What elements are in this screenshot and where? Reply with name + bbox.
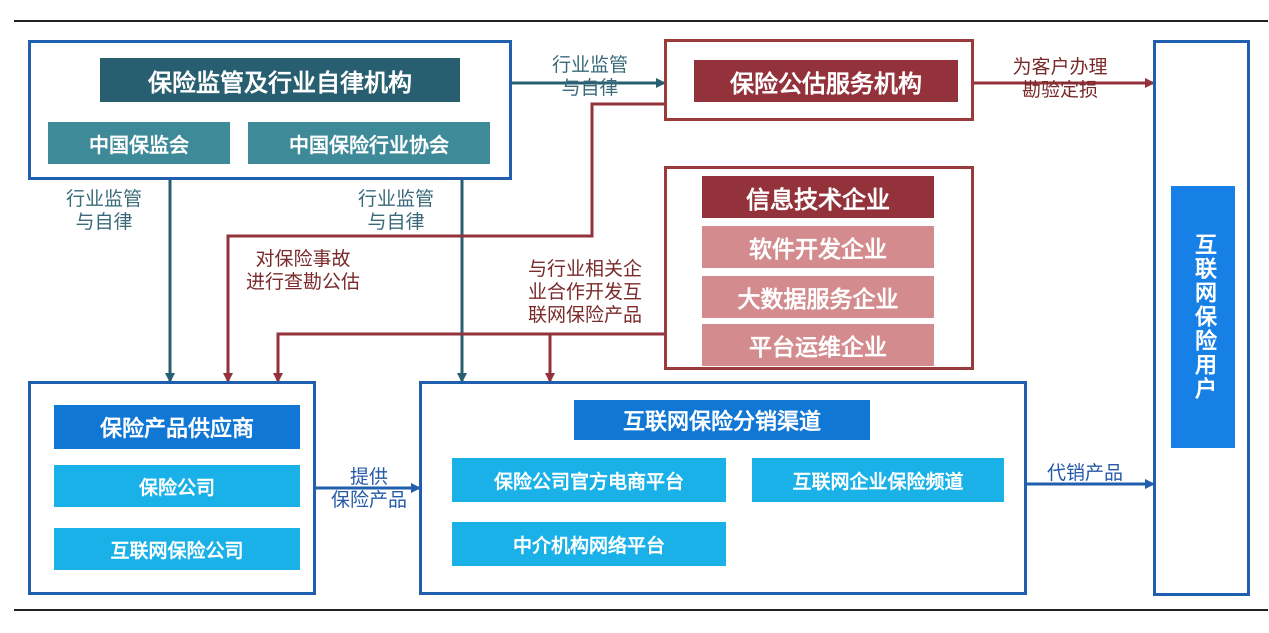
edge-label-survey: 对保险事故 进行查勘公估 (245, 248, 360, 293)
edge-label-resell: 代销产品 (1046, 462, 1123, 484)
channel-member-intermediary: 中介机构网络平台 (452, 522, 726, 566)
channel-member-internet: 互联网企业保险频道 (752, 458, 1004, 502)
assessor-title: 保险公估服务机构 (694, 60, 958, 102)
edge-label-supervision-right: 行业监管 与自律 (551, 54, 628, 99)
user-title: 互联网保险用户 (1171, 186, 1235, 448)
supplier-title: 保险产品供应商 (54, 405, 300, 449)
assessor-box (664, 39, 974, 121)
channel-box (419, 381, 1027, 595)
tech-member-software: 软件开发企业 (702, 226, 934, 268)
arrow-tech-to-supplier (273, 332, 664, 383)
edge-label-provide: 提供 保险产品 (330, 466, 407, 511)
regulator-member-iac: 中国保险行业协会 (248, 122, 490, 164)
edge-label-supervision-mid: 行业监管 与自律 (357, 188, 434, 233)
channel-title: 互联网保险分销渠道 (574, 400, 870, 440)
top-rule (14, 20, 1268, 22)
regulator-box (28, 40, 512, 180)
edge-label-tech-coop: 与行业相关企 业合作开发互 联网保险产品 (527, 258, 642, 326)
regulator-member-cbirc: 中国保监会 (48, 122, 230, 164)
edge-label-supervision-left: 行业监管 与自律 (65, 188, 142, 233)
tech-member-bigdata: 大数据服务企业 (702, 276, 934, 318)
tech-member-ops: 平台运维企业 (702, 324, 934, 366)
supplier-member-online-insurer: 互联网保险公司 (54, 528, 300, 570)
bottom-rule (14, 609, 1268, 611)
arrow-assessor-to-supplier (223, 102, 664, 383)
tech-box (664, 166, 974, 370)
supplier-box (28, 381, 316, 595)
supplier-member-insurer: 保险公司 (54, 465, 300, 507)
channel-member-official: 保险公司官方电商平台 (452, 458, 726, 502)
regulator-title: 保险监管及行业自律机构 (100, 58, 460, 102)
tech-title: 信息技术企业 (702, 176, 934, 218)
user-box (1153, 40, 1250, 596)
edge-label-assessor-to-user: 为客户办理 勘验定损 (1012, 56, 1108, 101)
